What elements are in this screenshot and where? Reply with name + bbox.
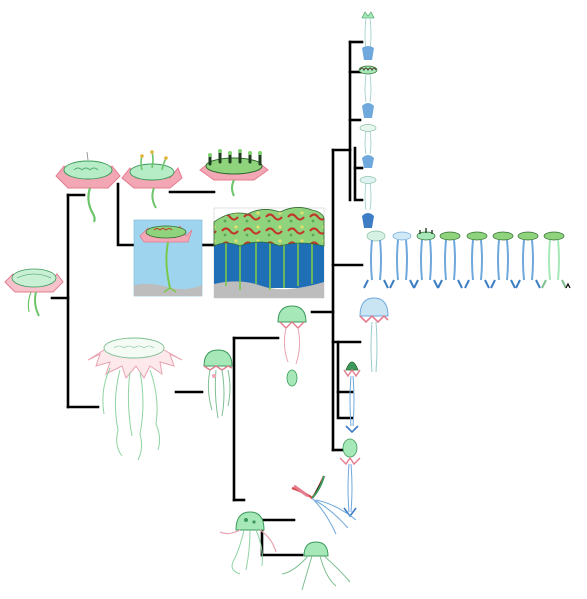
- flower-jellyfish-icon: [5, 269, 63, 316]
- anchored-plant-scene-icon: [134, 220, 202, 296]
- tree-branches: [52, 42, 362, 555]
- jellyfish-icon: [204, 350, 232, 418]
- cone-jellyfish-icon: [344, 362, 360, 432]
- stalk-jellyfish-icon: [364, 228, 570, 288]
- colony-icon: [200, 149, 268, 196]
- canopy-forest-scene-icon: [214, 207, 324, 298]
- cone-jellyfish-icon: [340, 439, 360, 516]
- tentacled-jellyfish-icon: [282, 542, 350, 590]
- winged-jellyfish-icon: [292, 476, 356, 534]
- drifting-jellyfish-icon: [88, 338, 182, 460]
- branch-column-4: [355, 148, 362, 200]
- branch-flower-to-sprout: [118, 184, 134, 245]
- stalk-jellyfish-icon: [359, 12, 377, 228]
- jellyfish-icon: [278, 306, 306, 386]
- flower-jellyfish-icon: [122, 150, 182, 208]
- jellyfish-icon: [360, 298, 388, 372]
- flower-jellyfish-icon: [56, 152, 120, 222]
